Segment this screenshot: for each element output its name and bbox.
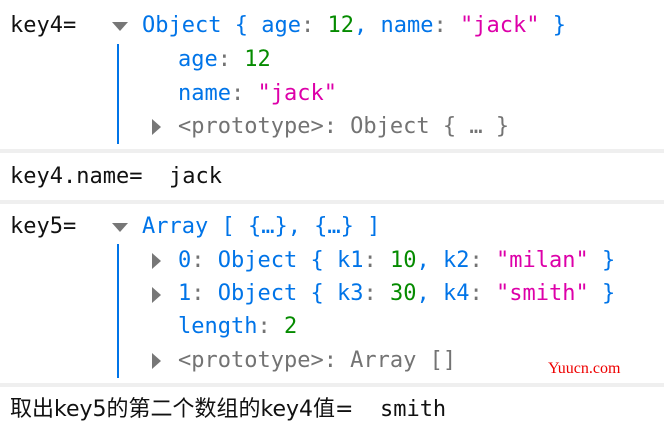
divider	[0, 149, 664, 153]
divider	[0, 383, 664, 387]
property-row: name: "jack"	[178, 81, 337, 106]
array-summary[interactable]: Array [ {…}, {…} ]	[142, 214, 381, 239]
key: age	[261, 13, 301, 38]
prototype-row[interactable]: <prototype>: Array []	[178, 348, 457, 373]
array-item[interactable]: 0: Object { k1: 10, k2: "milan" }	[178, 248, 616, 273]
log-row: key4.name= jack	[10, 162, 222, 192]
key: name	[380, 13, 434, 38]
log-label: 取出key5的第二个数组的key4值=	[10, 397, 354, 422]
tree-guide	[117, 244, 119, 378]
object-summary[interactable]: Object { age: 12, name: "jack" }	[142, 13, 566, 38]
log-label: key4.name=	[10, 164, 143, 189]
log-label: key5=	[10, 214, 77, 239]
tree-guide	[117, 44, 119, 144]
expand-triangle-icon[interactable]	[152, 287, 161, 303]
value: "jack"	[459, 13, 540, 38]
log-value: jack	[168, 164, 222, 189]
value: 12	[244, 47, 271, 72]
length-row: length: 2	[178, 314, 298, 339]
divider	[0, 200, 664, 204]
log-value: smith	[379, 397, 447, 422]
collapse-triangle-icon[interactable]	[112, 22, 128, 31]
value: 12	[327, 13, 354, 38]
collapse-triangle-icon[interactable]	[112, 223, 128, 232]
watermark: Yuucn.com	[548, 360, 621, 377]
expand-triangle-icon[interactable]	[152, 119, 161, 135]
value: "jack"	[257, 81, 337, 106]
expand-triangle-icon[interactable]	[152, 353, 161, 369]
array-item[interactable]: 1: Object { k3: 30, k4: "smith" }	[178, 281, 616, 306]
key: age	[178, 47, 218, 72]
prototype-row[interactable]: <prototype>: Object { … }	[178, 114, 510, 139]
log-row: 取出key5的第二个数组的key4值= smith	[10, 395, 446, 425]
log-label: key4=	[10, 13, 77, 38]
key: name	[178, 81, 231, 106]
property-row: age: 12	[178, 47, 271, 72]
type: Object	[142, 13, 222, 38]
expand-triangle-icon[interactable]	[152, 253, 161, 269]
